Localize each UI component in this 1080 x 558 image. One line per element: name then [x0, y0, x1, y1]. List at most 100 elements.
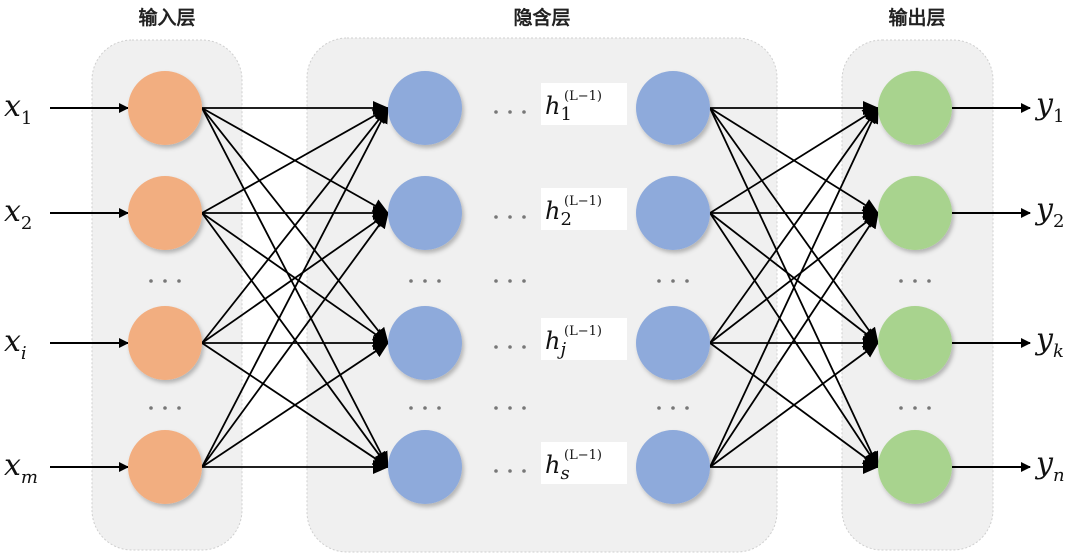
- output-label-base: y: [1034, 87, 1054, 122]
- ellipsis-dot: [927, 279, 931, 283]
- input-hidden-edge: [201, 107, 389, 468]
- hidden-label-base: h: [545, 451, 560, 479]
- ellipsis-dot: [913, 406, 917, 410]
- ellipsis-dot: [685, 279, 689, 283]
- input-hidden-edge: [201, 107, 389, 344]
- input-label: x1: [4, 89, 32, 129]
- ellipsis-dot: [522, 215, 526, 219]
- output-label-base: y: [1034, 446, 1054, 481]
- ellipsis-dot: [657, 279, 661, 283]
- connections: [50, 101, 1031, 474]
- output-neuron: [878, 306, 952, 380]
- input-label-subscript: 2: [21, 213, 32, 234]
- ellipsis-dot: [522, 469, 526, 473]
- hidden-output-edge: [709, 212, 879, 468]
- hidden-label-subscript: 2: [560, 209, 571, 230]
- hidden-neuron: [636, 306, 710, 380]
- ellipsis-dot: [494, 345, 498, 349]
- hidden-output-edge: [709, 107, 879, 468]
- ellipsis-dot: [494, 406, 498, 410]
- hidden-label-subscript: j: [556, 339, 566, 360]
- ellipsis-dot: [671, 406, 675, 410]
- hidden-label-superscript: (L−1): [564, 448, 602, 463]
- hidden-label-bg: [541, 442, 627, 484]
- ellipsis-dot: [409, 279, 413, 283]
- ellipsis-dot: [177, 279, 181, 283]
- input-label: xi: [4, 324, 27, 364]
- output-neuron: [878, 430, 952, 504]
- ellipsis-dot: [163, 406, 167, 410]
- hidden-label-bg: [541, 318, 627, 360]
- ellipsis-dot: [494, 215, 498, 219]
- input-label-subscript: 1: [21, 108, 32, 129]
- output-label: y1: [1034, 87, 1064, 127]
- ellipsis-dot: [494, 110, 498, 114]
- input-label: xm: [4, 448, 38, 488]
- input-label-base: x: [4, 448, 21, 483]
- input-label: x2: [4, 194, 32, 234]
- ellipsis-dot: [508, 279, 512, 283]
- input-layer-box: [91, 39, 243, 551]
- nodes: [128, 71, 952, 504]
- input-hidden-edge: [201, 212, 389, 468]
- input-label-base: x: [4, 324, 21, 359]
- ellipsis-dot: [149, 279, 153, 283]
- hidden-layer-title: 隐含层: [513, 6, 570, 29]
- ellipsis-dot: [437, 406, 441, 410]
- output-label-base: y: [1034, 192, 1054, 227]
- hidden-label-bg: [541, 188, 627, 230]
- hidden-neuron: [388, 306, 462, 380]
- output-label-subscript: k: [1053, 341, 1064, 362]
- hidden-label-subscript: s: [560, 463, 569, 484]
- output-label: yk: [1034, 322, 1064, 362]
- ellipsis-dot: [508, 110, 512, 114]
- hidden-neuron: [636, 176, 710, 250]
- input-label-subscript: m: [21, 467, 38, 488]
- ellipsis-dot: [423, 279, 427, 283]
- hidden-label-bg: [541, 83, 627, 125]
- ellipsis-dot: [899, 279, 903, 283]
- ellipsis-dot: [409, 406, 413, 410]
- ellipsis-dot: [927, 406, 931, 410]
- hidden-output-edge: [709, 107, 879, 214]
- ellipsis-dot: [437, 279, 441, 283]
- ellipsis-dot: [508, 215, 512, 219]
- input-label-subscript: i: [21, 343, 27, 364]
- input-label-base: x: [4, 89, 21, 124]
- ellipsis-dot: [522, 279, 526, 283]
- ellipsis-dot: [177, 406, 181, 410]
- input-hidden-edge: [201, 342, 389, 468]
- ellipsis-dot: [913, 279, 917, 283]
- ellipsis-dot: [508, 345, 512, 349]
- hidden-neuron: [388, 71, 462, 145]
- hidden-neuron: [388, 430, 462, 504]
- ellipsis-dot: [423, 406, 427, 410]
- ellipsis-dot: [671, 279, 675, 283]
- input-neuron: [128, 430, 202, 504]
- ellipsis-dot: [149, 406, 153, 410]
- hidden-neuron-label: hs: [545, 451, 570, 484]
- ellipsis-dot: [508, 469, 512, 473]
- hidden-label-subscript: 1: [560, 104, 571, 125]
- ellipsis-dot: [522, 110, 526, 114]
- input-neuron: [128, 306, 202, 380]
- input-layer-title: 输入层: [138, 6, 195, 29]
- hidden-layer-box: [306, 37, 778, 553]
- hidden-neuron-label: hj: [545, 327, 566, 360]
- input-neuron: [128, 71, 202, 145]
- ellipsis-dot: [494, 279, 498, 283]
- ellipsis-dot: [163, 279, 167, 283]
- ellipsis-dot: [508, 406, 512, 410]
- output-neuron: [878, 176, 952, 250]
- ellipsis-dot: [899, 406, 903, 410]
- output-label-base: y: [1034, 322, 1054, 357]
- hidden-neuron: [636, 430, 710, 504]
- output-label: yn: [1034, 446, 1065, 486]
- hidden-label-base: h: [545, 197, 560, 225]
- ellipsis-dot: [522, 406, 526, 410]
- hidden-neuron-label: h2: [545, 197, 572, 230]
- output-label-subscript: 1: [1053, 106, 1064, 127]
- input-hidden-edge: [201, 107, 389, 214]
- hidden-label-base: h: [545, 327, 560, 355]
- ellipsis-dot: [522, 345, 526, 349]
